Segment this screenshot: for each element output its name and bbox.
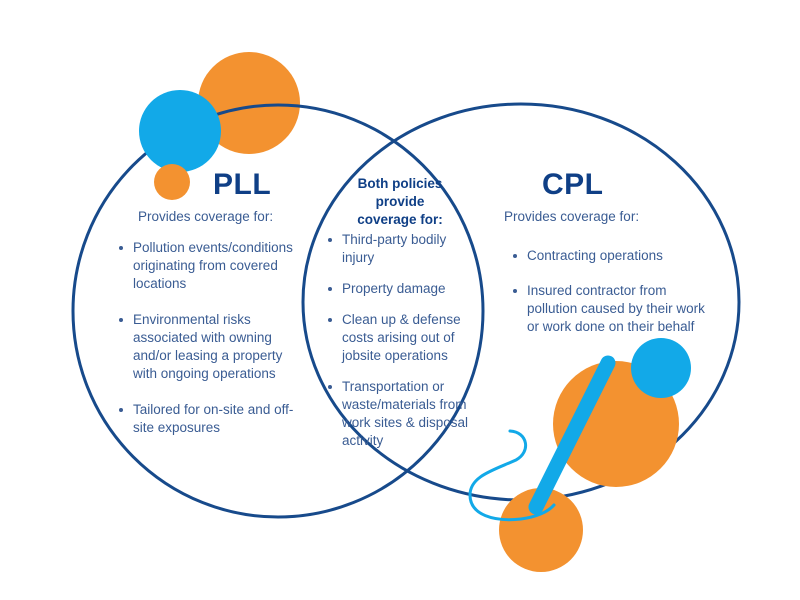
list-item: Transportation or waste/materials from w… (326, 378, 482, 450)
list-item: Third-party bodily injury (326, 231, 482, 267)
list-item: Environmental risks associated with owni… (117, 311, 295, 383)
pll-title: PLL (213, 168, 272, 201)
cpl-subtitle: Provides coverage for: (504, 209, 640, 224)
cpl-coverage-list: Contracting operations Insured contracto… (511, 247, 707, 336)
decorative-orange-circle-small (154, 164, 190, 200)
decorative-orange-circle-large (198, 52, 300, 154)
decorative-blue-circle-top (139, 90, 221, 172)
shared-heading-line: coverage for: (357, 212, 443, 227)
shared-heading-line: provide (375, 194, 425, 209)
pll-subtitle: Provides coverage for: (138, 209, 274, 224)
list-item: Tailored for on-site and off-site exposu… (117, 401, 295, 437)
decorative-blue-swirl (468, 429, 556, 522)
list-item: Contracting operations (511, 247, 707, 265)
shared-coverage-list: Third-party bodily injury Property damag… (326, 231, 482, 450)
decorative-orange-circle-bottom (499, 488, 583, 572)
cpl-title: CPL (542, 168, 604, 201)
shared-coverage-heading: Both policies provide coverage for: (338, 175, 462, 229)
list-item: Property damage (326, 280, 482, 298)
list-item: Pollution events/conditions originating … (117, 239, 295, 293)
shared-heading-line: Both policies (357, 176, 443, 191)
venn-circle-left (71, 103, 485, 519)
decorative-blue-stick (528, 355, 616, 515)
list-item: Clean up & defense costs arising out of … (326, 311, 482, 365)
decorative-blue-circle-right (631, 338, 691, 398)
pll-coverage-list: Pollution events/conditions originating … (117, 239, 295, 437)
list-item: Insured contractor from pollution caused… (511, 282, 707, 336)
